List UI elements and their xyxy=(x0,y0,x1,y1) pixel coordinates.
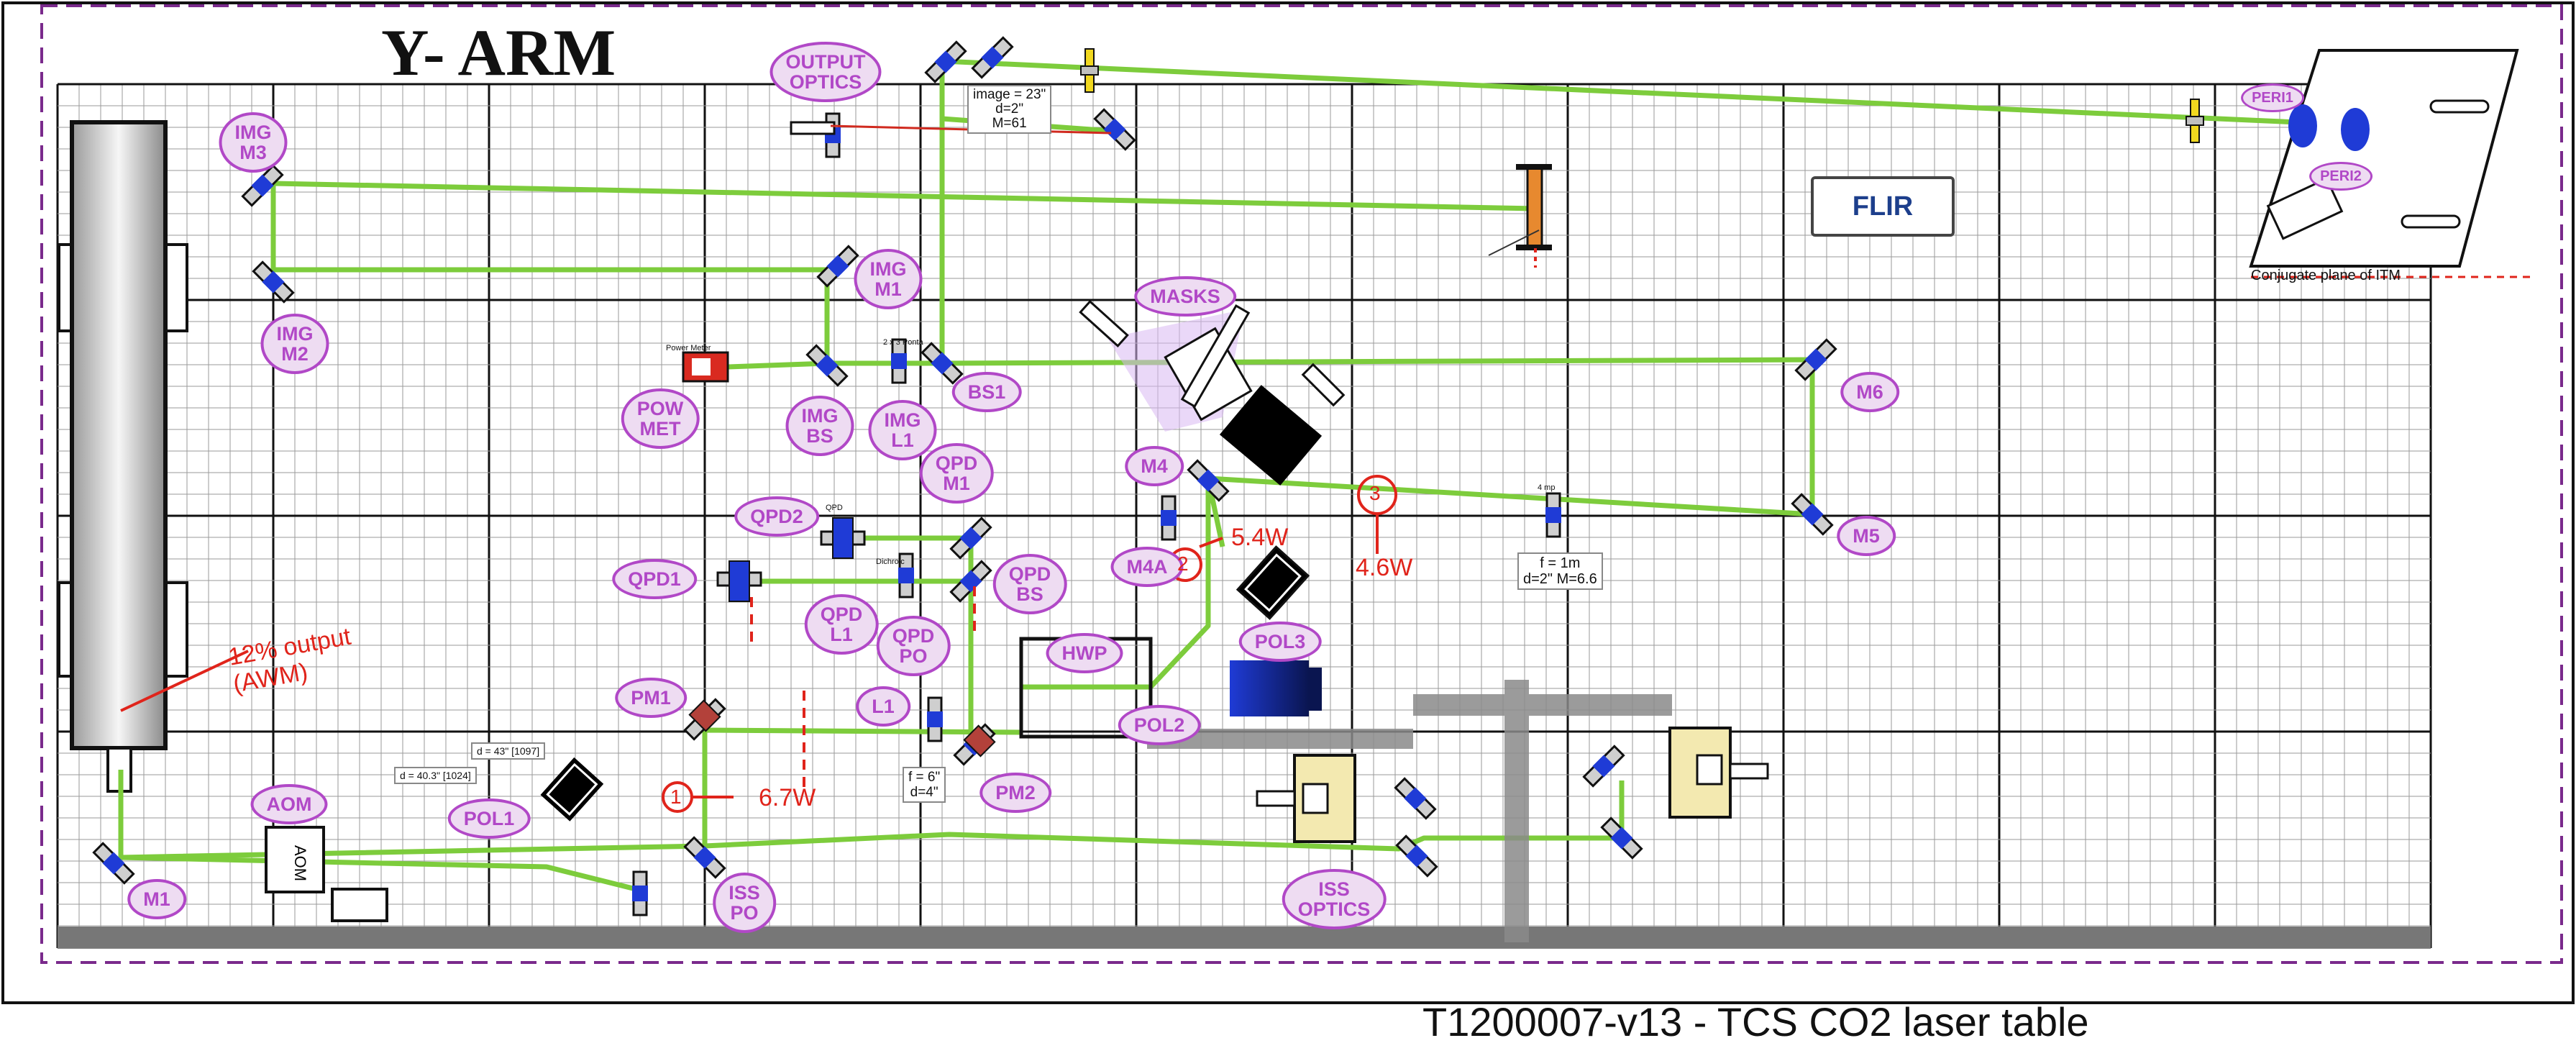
beam-segment xyxy=(120,855,648,895)
outer-frame xyxy=(1,1,2575,1004)
camera-block xyxy=(1230,660,1322,716)
mirror-mount xyxy=(1582,745,1625,788)
power-meter-device xyxy=(682,351,729,383)
optic-mounts xyxy=(92,36,2204,916)
label-pow-met: POW MET xyxy=(621,388,700,449)
label-img-m1: IMG M1 xyxy=(854,249,923,309)
mirror-mount xyxy=(891,338,907,384)
mirror-mount xyxy=(1794,338,1837,381)
distance-a-box: d = 40.3" [1024] xyxy=(394,767,477,784)
label-pm1: PM1 xyxy=(615,678,687,718)
label-peri1: PERI1 xyxy=(2241,83,2304,112)
flir-camera-logo: FLIR xyxy=(1811,176,1955,237)
power-meter-tag: Power Meter xyxy=(666,344,711,352)
mirror-mount xyxy=(92,842,135,885)
red-annotations xyxy=(120,248,1537,813)
label-qpd1: QPD1 xyxy=(612,559,697,599)
mark-2-power: 5.4W xyxy=(1231,524,1289,551)
label-m4a: M4A xyxy=(1110,547,1184,587)
mirror-mount xyxy=(1791,493,1834,536)
small-tag-4: Dichroic xyxy=(876,557,905,566)
black-components xyxy=(540,385,1323,821)
label-iss-optics: ISS OPTICS xyxy=(1282,869,1387,929)
mirror-mount xyxy=(1545,492,1561,538)
label-bs1: BS1 xyxy=(951,372,1022,412)
qpd-detector xyxy=(832,517,854,559)
mirror-mount xyxy=(252,260,295,304)
label-m1: M1 xyxy=(127,879,186,919)
label-m4: M4 xyxy=(1125,446,1184,486)
beam-segment xyxy=(270,181,1536,366)
grey-rails xyxy=(1147,680,1672,942)
mark-3-power: 4.6W xyxy=(1356,554,1413,581)
label-pol1: POL1 xyxy=(447,798,531,839)
mirror-mount xyxy=(1600,816,1643,860)
label-m5: M5 xyxy=(1837,516,1896,556)
lens-mount xyxy=(1080,48,1099,93)
label-pol3: POL3 xyxy=(1238,622,1322,662)
beam-segment xyxy=(118,770,1625,860)
small-tag-1: 2 x 3 Ponta xyxy=(883,338,923,347)
output-optic-holder xyxy=(790,121,836,135)
mirror-mount xyxy=(971,36,1014,79)
conjugate-plane-text: Conjugate plane of ITM xyxy=(2251,268,2401,283)
co2-laser-head xyxy=(58,120,188,793)
label-pm2: PM2 xyxy=(979,773,1051,813)
diagram-caption: T1200007-v13 - TCS CO2 laser table xyxy=(1422,999,2089,1044)
mirror-mount xyxy=(927,696,943,742)
l1-spec-box: f = 6" d=4" xyxy=(903,767,946,803)
mirror-mount xyxy=(632,870,648,916)
optical-table-grid xyxy=(56,83,2432,949)
mark-2: 2 xyxy=(1177,552,1189,575)
mark-3: 3 xyxy=(1369,482,1381,504)
mirror-mount xyxy=(816,245,859,288)
label-masks: MASKS xyxy=(1134,276,1236,317)
label-aom: AOM xyxy=(250,784,328,824)
diagram-title: Y- ARM xyxy=(381,16,616,89)
mirror-mount xyxy=(898,552,914,598)
label-qpd-m1: QPD M1 xyxy=(919,443,994,504)
mask-assembly xyxy=(1079,300,1346,432)
aom-device xyxy=(265,826,325,893)
label-qpd-l1: QPD L1 xyxy=(804,594,879,655)
label-img-m3: IMG M3 xyxy=(219,112,288,173)
small-tag-3: QPD xyxy=(826,504,843,512)
ir-viewport xyxy=(1488,164,1552,256)
label-peri2: PERI2 xyxy=(2309,162,2372,191)
image-spec-box: image = 23" d=2" M=61 xyxy=(967,85,1052,134)
power-meter-head xyxy=(963,724,996,757)
f1m-spec-box: f = 1m d=2" M=6.6 xyxy=(1517,552,1603,590)
table-bottom-rail xyxy=(58,927,2431,948)
qpd-detector xyxy=(729,560,750,602)
label-output-optics: OUTPUT OPTICS xyxy=(769,42,882,102)
aom-driver xyxy=(331,888,388,922)
label-iss-po: ISS PO xyxy=(713,873,776,933)
label-qpd-po: QPD PO xyxy=(876,616,951,676)
label-img-m2: IMG M2 xyxy=(260,314,329,374)
mirror-mount xyxy=(825,112,841,158)
power-meter-head xyxy=(688,699,721,732)
iss-housings xyxy=(1256,727,1769,843)
mirror-mount xyxy=(1161,495,1177,541)
distance-b-box: d = 43" [1097] xyxy=(471,742,546,760)
lens-mount xyxy=(2186,99,2204,143)
label-qpd-bs: QPD BS xyxy=(992,554,1067,614)
mark-1-power: 6.7W xyxy=(759,784,816,811)
label-img-l1: IMG L1 xyxy=(868,400,937,460)
label-l1: L1 xyxy=(856,686,910,727)
flir-logo-text: FLIR xyxy=(1852,191,1914,222)
label-m6: M6 xyxy=(1840,372,1899,412)
dashed-enclosure xyxy=(40,4,2563,964)
mark-1: 1 xyxy=(670,786,682,808)
beam-segment xyxy=(727,360,828,370)
mirror-mount xyxy=(1394,777,1437,820)
mirror-mount xyxy=(241,164,284,207)
periscope-plate xyxy=(2249,49,2531,278)
label-img-bs: IMG BS xyxy=(785,396,854,456)
label-hwp: HWP xyxy=(1046,633,1123,673)
label-pol2: POL2 xyxy=(1118,705,1201,745)
aom-device-label: AOM xyxy=(291,845,309,881)
small-tag-2: 4 mp xyxy=(1538,483,1556,492)
label-qpd2: QPD2 xyxy=(734,496,819,537)
